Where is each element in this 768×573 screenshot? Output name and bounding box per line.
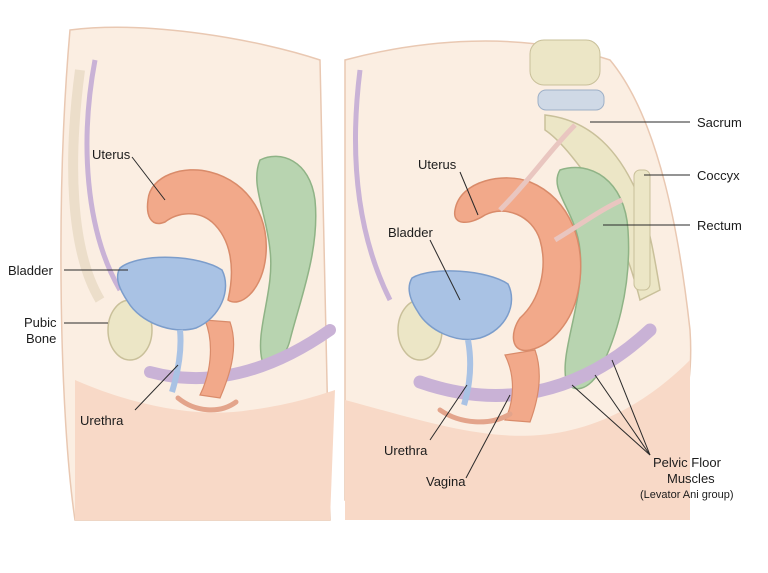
left-uterus	[146, 169, 267, 303]
label-pelvic-floor-line1: Pelvic Floor	[653, 455, 722, 470]
left-lower-skin	[75, 380, 335, 520]
leader-line-left-uterus	[131, 156, 166, 201]
coccyx-bone	[633, 169, 651, 291]
label-pelvic-floor-line2: Muscles	[667, 471, 715, 486]
label-sacrum: Sacrum	[697, 115, 742, 130]
right-bladder	[408, 270, 513, 341]
leader-line-right-urethra	[429, 384, 468, 441]
label-right-bladder: Bladder	[388, 225, 433, 240]
leader-line-right-bladder	[429, 239, 461, 301]
leader-line-right-uterus	[459, 171, 479, 216]
label-rectum: Rectum	[697, 218, 742, 233]
label-coccyx: Coccyx	[697, 168, 740, 183]
right-lower-skin	[345, 360, 690, 520]
right-ligament	[498, 123, 577, 212]
labels: Uterus Bladder Pubic Bone Urethra Uterus…	[8, 115, 742, 501]
leader-line-vagina	[465, 394, 511, 479]
sacrum-bone	[544, 114, 661, 302]
right-panel	[344, 39, 692, 520]
left-abdominal-wall	[84, 59, 123, 292]
left-panel	[60, 26, 336, 521]
right-spine	[529, 39, 661, 302]
right-uterus	[454, 177, 582, 352]
left-vulva	[175, 395, 239, 413]
label-right-uterus: Uterus	[418, 157, 457, 172]
vertebra	[529, 39, 601, 86]
label-right-urethra: Urethra	[384, 443, 428, 458]
leader-lines	[64, 121, 690, 479]
vertebra	[537, 89, 605, 111]
leader-line-pelvic-floor-3	[611, 359, 651, 456]
right-vagina	[504, 349, 540, 423]
label-left-pubic-line1: Pubic	[24, 315, 57, 330]
left-pelvic-floor-band	[144, 324, 336, 385]
label-left-uterus: Uterus	[92, 147, 131, 162]
right-abdominal-wall	[352, 69, 393, 302]
label-left-urethra: Urethra	[80, 413, 124, 428]
left-vagina	[199, 319, 235, 399]
leader-line-left-urethra	[134, 364, 179, 411]
left-bladder	[116, 256, 227, 331]
right-ligament	[553, 197, 624, 243]
left-urethra	[169, 329, 184, 393]
label-pelvic-floor-sub: (Levator Ani group)	[640, 489, 734, 501]
label-vagina: Vagina	[426, 474, 466, 489]
right-urethra	[461, 339, 474, 406]
label-left-pubic-line2: Bone	[26, 331, 56, 346]
right-vulva	[437, 407, 513, 425]
label-left-bladder: Bladder	[8, 263, 53, 278]
leader-line-pelvic-floor-2	[594, 374, 651, 456]
leader-line-pelvic-floor-1	[571, 384, 651, 456]
